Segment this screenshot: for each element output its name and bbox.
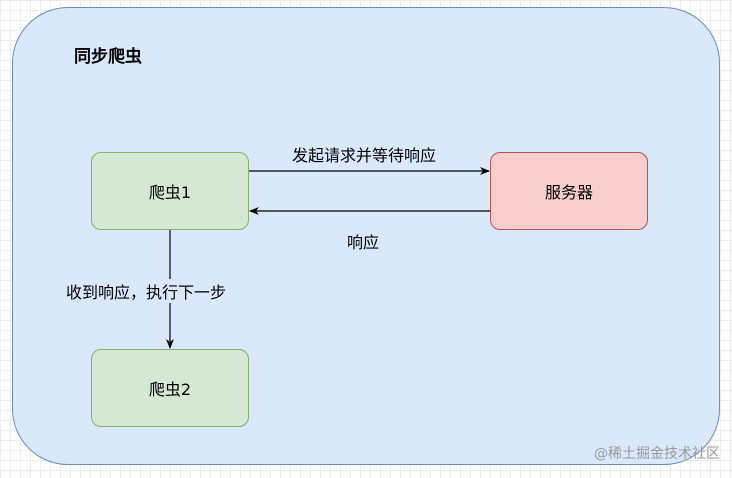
response-label: 响应 <box>347 233 380 252</box>
node-server-label: 服务器 <box>544 183 593 202</box>
node-spider-1[interactable]: 爬虫1 <box>91 152 249 230</box>
watermark: @稀土掘金技术社区 <box>594 446 720 462</box>
node-server[interactable]: 服务器 <box>490 152 648 230</box>
node-spider-2-label: 爬虫2 <box>148 380 192 399</box>
request-label: 发起请求并等待响应 <box>292 146 437 165</box>
next-step-label: 收到响应，执行下一步 <box>62 279 231 303</box>
node-spider-2[interactable]: 爬虫2 <box>91 349 249 427</box>
node-spider-1-label: 爬虫1 <box>148 183 192 202</box>
diagram-title: 同步爬虫 <box>74 47 142 67</box>
